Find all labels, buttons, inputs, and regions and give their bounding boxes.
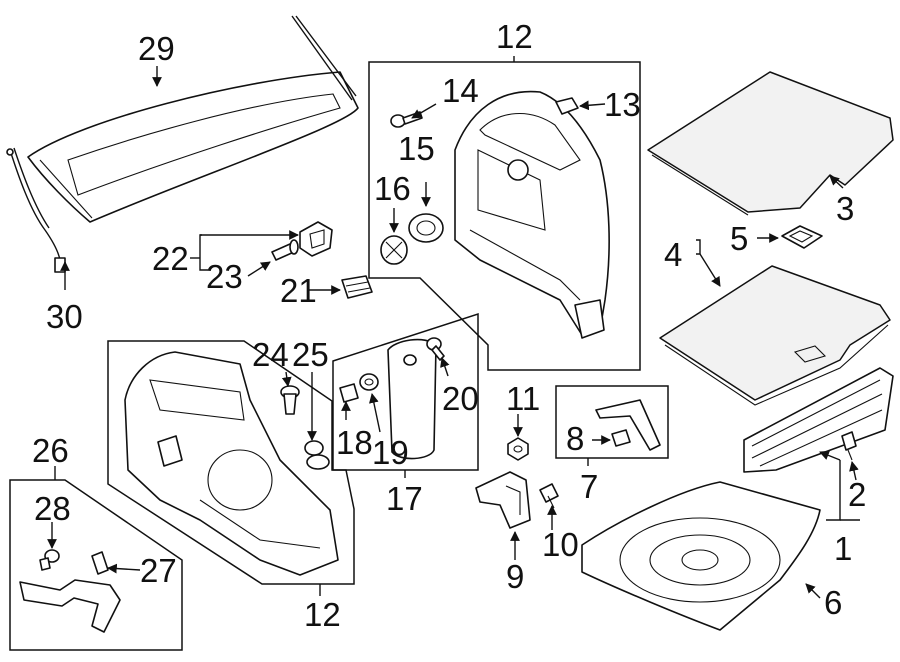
callout-17: 17 <box>386 480 423 517</box>
callout-1: 1 <box>834 530 852 567</box>
callout-27: 27 <box>140 552 177 589</box>
callout-25: 25 <box>292 336 329 373</box>
callout-13: 13 <box>604 86 641 123</box>
side-trim-upper <box>454 90 610 339</box>
bracket-part-9 <box>475 471 531 529</box>
callout-30: 30 <box>46 298 83 335</box>
callout-26: 26 <box>32 432 69 469</box>
floor-cover-part-3 <box>647 71 894 216</box>
group-frame-12-lower <box>107 340 355 585</box>
callout-8: 8 <box>566 420 584 457</box>
callout-9: 9 <box>506 558 524 595</box>
bolt-part-10 <box>539 483 559 509</box>
group-frame-7 <box>555 385 669 459</box>
callout-6: 6 <box>824 584 842 621</box>
callout-3: 3 <box>836 190 854 227</box>
callout-22: 22 <box>152 240 189 277</box>
grommet-part-19 <box>359 373 379 391</box>
rear-panel-part-1 <box>743 367 894 473</box>
group-frame-12-upper <box>368 61 641 371</box>
grommet-part-25 <box>304 440 330 470</box>
cable-part-30 <box>6 147 66 273</box>
callout-15: 15 <box>398 130 435 167</box>
callout-23: 23 <box>206 258 243 295</box>
callout-28: 28 <box>34 490 71 527</box>
stud-part-24 <box>280 385 300 415</box>
bracket-part-26 <box>19 579 121 633</box>
callout-7: 7 <box>580 468 598 505</box>
callout-18: 18 <box>336 424 373 461</box>
parcel-shelf-part-29 <box>27 15 359 223</box>
callout-24: 24 <box>252 336 289 373</box>
clip-part-2 <box>841 431 857 461</box>
screw-part-28 <box>39 549 60 571</box>
callout-29: 29 <box>138 30 175 67</box>
callout-20: 20 <box>442 380 479 417</box>
clip-part-18 <box>339 383 359 403</box>
group-frame-17 <box>332 312 479 471</box>
callout-19: 19 <box>372 434 409 471</box>
cap-part-15 <box>408 213 444 243</box>
callout-21: 21 <box>280 272 317 309</box>
callout-16: 16 <box>374 170 411 207</box>
cover-panel-part-17 <box>387 338 437 460</box>
callout-14: 14 <box>442 72 479 109</box>
spare-tire-well-part-6 <box>581 481 821 631</box>
leader-lines <box>47 56 860 599</box>
callout-12-upper: 12 <box>496 18 533 55</box>
clip-part-13 <box>555 97 579 115</box>
knob-part-20 <box>426 337 445 361</box>
callout-4: 4 <box>664 236 682 273</box>
side-trim-lower <box>124 351 339 576</box>
callout-11: 11 <box>506 380 540 417</box>
callout-labels: 1 2 3 4 5 6 7 8 9 10 11 12 12 13 14 15 1… <box>32 18 866 633</box>
clip-part-21 <box>341 275 373 299</box>
clip-part-27 <box>91 551 109 575</box>
load-floor-part-4 <box>659 265 891 406</box>
screw-part-23 <box>271 239 299 261</box>
callout-5: 5 <box>730 220 748 257</box>
nut-part-11 <box>507 437 529 461</box>
bracket-part-7 <box>595 399 661 451</box>
group-frame-26 <box>9 479 183 651</box>
callout-2: 2 <box>848 476 866 513</box>
cap-part-16 <box>380 235 408 265</box>
clip-part-8 <box>611 429 631 447</box>
callout-10: 10 <box>542 526 579 563</box>
callout-12-lower: 12 <box>304 596 341 633</box>
hook-part-22 <box>299 221 333 257</box>
pad-part-5 <box>781 225 823 249</box>
